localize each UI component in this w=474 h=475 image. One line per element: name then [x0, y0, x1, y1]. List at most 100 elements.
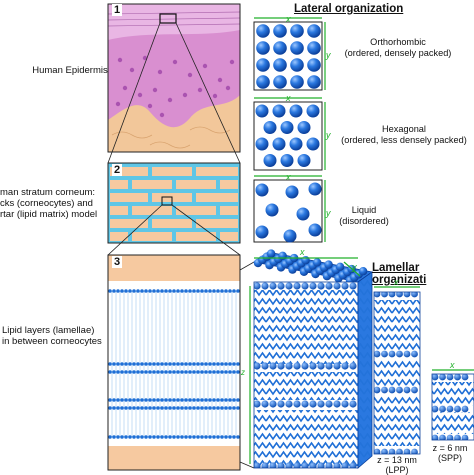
hexagonal-desc: (ordered, less densely packed): [341, 134, 467, 145]
lipid-headgroup: [289, 104, 303, 118]
lipid-headgroup: [200, 398, 204, 402]
lipid-headgroup: [317, 400, 325, 408]
lipid-headgroup: [132, 362, 136, 366]
hex-axis-y: y: [326, 130, 331, 140]
lipid-headgroup: [388, 292, 396, 298]
lipid-headgroup: [180, 398, 184, 402]
lipid-headgroup: [224, 435, 228, 439]
lipid-headgroup: [188, 370, 192, 374]
lipid-headgroup: [349, 462, 357, 468]
lateral-heading: Lateral organization: [294, 3, 404, 15]
lipid-headgroup: [220, 406, 224, 410]
lipid-headgroup: [108, 370, 112, 374]
lipid-headgroup: [152, 398, 156, 402]
lipid-headgroup: [212, 406, 216, 410]
lipid-headgroup: [116, 406, 120, 410]
lipid-headgroup: [308, 223, 322, 237]
lamellar-axis-z: z: [241, 368, 245, 377]
lipid-headgroup: [261, 400, 269, 408]
lipid-headgroup: [148, 370, 152, 374]
lipid-headgroup: [236, 362, 240, 366]
lipid-headgroup: [296, 207, 310, 221]
lipid-headgroup: [232, 435, 236, 439]
lipid-headgroup: [256, 58, 270, 72]
lipid-headgroup: [152, 435, 156, 439]
lipid-headgroup: [152, 289, 156, 293]
lipid-headgroup: [277, 362, 285, 370]
lipid-headgroup: [128, 362, 132, 366]
lipid-headgroup: [168, 435, 172, 439]
lipid-headgroup: [256, 41, 270, 55]
lipid-headgroup: [112, 406, 116, 410]
lipid-headgroup: [269, 462, 277, 468]
lipid-headgroup: [285, 400, 293, 408]
lipid-headgroup: [168, 406, 172, 410]
lipid-headgroup: [290, 41, 304, 55]
lipid-headgroup: [293, 462, 301, 468]
lipid-headgroup: [148, 289, 152, 293]
lipid-headgroup: [116, 289, 120, 293]
lipid-headgroup: [301, 256, 310, 265]
lipid-headgroup: [446, 434, 454, 440]
lipid-headgroup: [172, 398, 176, 402]
lipid-headgroup: [277, 282, 285, 290]
epidermis-cells: [115, 55, 235, 118]
lipid-headgroup: [232, 398, 236, 402]
lipid-headgroup: [293, 400, 301, 408]
lipid-headgroup: [403, 448, 411, 454]
lipid-headgroup: [261, 462, 269, 468]
lipid-headgroup: [285, 462, 293, 468]
lipid-headgroup: [164, 362, 168, 366]
lipid-headgroup: [156, 435, 160, 439]
lipid-headgroup: [341, 282, 349, 290]
lipid-headgroup: [196, 370, 200, 374]
lpp-column: [373, 291, 421, 455]
lateral-organization-boxes: [253, 17, 326, 243]
zoom-lines-3: [239, 261, 255, 469]
lipid-headgroup: [306, 104, 320, 118]
lipid-headgroup: [136, 289, 140, 293]
lipid-headgroup: [188, 406, 192, 410]
orthorhombic-label: Orthorhombic (ordered, densely packed): [338, 37, 458, 58]
zoom-lines-1: [107, 22, 241, 164]
lipid-headgroup: [108, 362, 112, 366]
lipid-headgroup: [184, 370, 188, 374]
lipid-headgroup: [374, 448, 381, 454]
lipid-headgroup: [280, 121, 294, 134]
lipid-headgroup: [160, 435, 164, 439]
lipid-headgroup: [192, 406, 196, 410]
lipid-headgroup: [306, 137, 320, 151]
epidermis-panel: [107, 3, 241, 153]
lipid-headgroup: [273, 58, 287, 72]
lipid-headgroup: [396, 292, 403, 298]
lamellar-axis-y: y: [352, 262, 357, 272]
lipid-label-line-1: Lipid layers (lamellae): [2, 325, 95, 336]
lipid-headgroup: [220, 435, 224, 439]
lipid-headgroup: [396, 350, 403, 358]
lipid-headgroup: [220, 370, 224, 374]
lipid-headgroup: [188, 435, 192, 439]
lipid-headgroup: [108, 406, 112, 410]
lipid-headgroup: [144, 406, 148, 410]
lipid-headgroup: [358, 267, 368, 276]
lipid-headgroup: [124, 398, 128, 402]
lipid-headgroup: [333, 462, 341, 468]
zoom-lines-2: [107, 204, 241, 256]
zoom-box-2: [161, 196, 173, 206]
lipid-headgroup: [204, 289, 208, 293]
lipid-headgroup: [333, 362, 341, 370]
lipid-headgroup: [108, 289, 112, 293]
lipid-headgroup: [124, 435, 128, 439]
lipid-headgroup: [224, 289, 228, 293]
lipid-headgroup: [148, 398, 152, 402]
lipid-headgroup: [263, 121, 277, 134]
lipid-headgroup: [269, 282, 277, 290]
lipid-headgroup: [220, 362, 224, 366]
lipid-headgroup: [309, 362, 317, 370]
lipid-headgroup: [256, 75, 270, 89]
lipid-headgroup: [228, 370, 232, 374]
spp-column: [431, 373, 474, 441]
lipid-headgroup: [212, 370, 216, 374]
lipid-headgroup: [128, 289, 132, 293]
spp-axis-x: x: [450, 360, 455, 370]
